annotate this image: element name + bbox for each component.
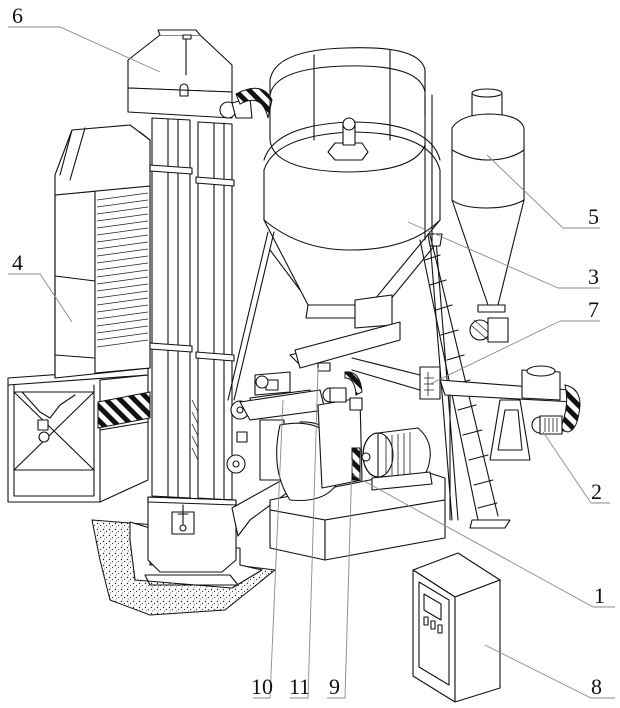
cooler-tower	[7, 124, 151, 503]
label-4: 4	[12, 250, 23, 275]
label-1: 1	[594, 583, 605, 608]
ladder	[419, 234, 511, 529]
cyclone-separator	[424, 88, 525, 343]
label-6: 6	[12, 3, 23, 28]
label-5: 5	[588, 204, 599, 229]
bucket-elevator	[127, 29, 319, 573]
feeder-assembly	[289, 321, 581, 521]
label-11: 11	[289, 674, 310, 699]
label-9: 9	[329, 674, 340, 699]
label-3: 3	[588, 264, 599, 289]
leader-lines	[8, 26, 615, 699]
part-labels: 6 4 5 3 7 2 1 8 10 11 9	[12, 3, 605, 699]
storage-silo	[227, 47, 459, 521]
control-cabinet	[412, 552, 501, 703]
label-2: 2	[591, 479, 602, 504]
label-10: 10	[251, 674, 273, 699]
pellet-mill	[226, 371, 446, 561]
label-8: 8	[591, 674, 602, 699]
cooler-louvres	[96, 192, 149, 348]
label-7: 7	[588, 297, 599, 322]
